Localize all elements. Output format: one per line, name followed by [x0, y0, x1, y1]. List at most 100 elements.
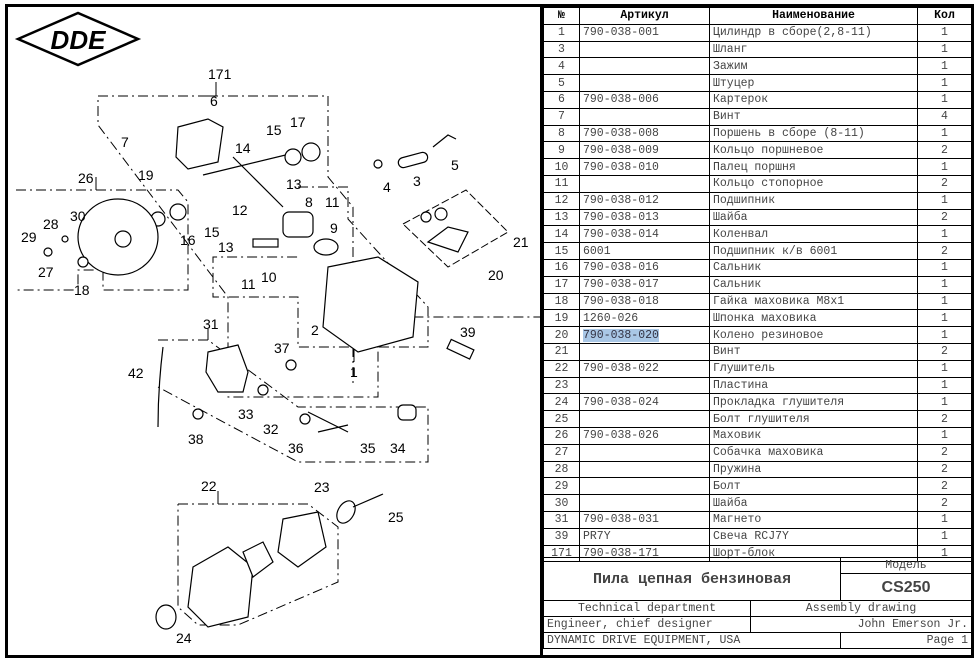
part-article: 790-038-018: [579, 292, 710, 311]
part-qty: 2: [917, 477, 972, 496]
callout-13b: 13: [218, 239, 234, 255]
part-article: 6001: [579, 242, 710, 260]
bearing-15b-icon: [169, 203, 187, 221]
callout-9: 9: [330, 220, 338, 236]
part-qty: 1: [917, 57, 972, 76]
part-article: 790-038-001: [579, 23, 710, 42]
callout-15: 15: [266, 122, 282, 138]
part-article: 790-038-016: [579, 258, 710, 277]
part-qty: 1: [917, 326, 972, 344]
part-qty: 2: [917, 443, 972, 462]
part-name: Шпонка маховика: [709, 309, 918, 328]
part-article: 790-038-014: [579, 225, 710, 244]
part-name: Кольцо стопорное: [709, 174, 918, 193]
callout-24: 24: [176, 630, 192, 646]
part-article: 790-038-009: [579, 141, 710, 160]
logo-diamond-icon: [14, 11, 142, 67]
part-article: [579, 74, 710, 92]
part-number: 26: [543, 426, 580, 445]
part-name: Винт: [709, 107, 918, 126]
callout-35: 35: [360, 440, 376, 456]
part-name: Палец поршня: [709, 158, 918, 176]
callout-171: 171: [208, 66, 232, 82]
part-name: Картерок: [709, 90, 918, 109]
part-name: Цилиндр в сборе(2,8-11): [709, 23, 918, 42]
callout-30: 30: [70, 208, 86, 224]
magneto-part-icon: [205, 344, 249, 393]
part-qty: 1: [917, 23, 972, 42]
part-name: Сальник: [709, 275, 918, 294]
part-number: 19: [543, 309, 580, 328]
part-article: 790-038-008: [579, 124, 710, 143]
part-qty: 2: [917, 460, 972, 479]
seal-17-icon: [301, 142, 321, 162]
nut-18-icon: [77, 256, 89, 268]
part-number: 13: [543, 208, 580, 227]
part-qty: 2: [917, 174, 972, 193]
part-name: Колено резиновое: [709, 326, 918, 344]
part-number: 11: [543, 174, 580, 193]
person: John Emerson Jr.: [749, 616, 973, 633]
part-number: 4: [543, 57, 580, 76]
part-qty: 2: [917, 410, 972, 428]
part-article: 790-038-012: [579, 191, 710, 210]
part-qty: 1: [917, 158, 972, 176]
callout-4: 4: [383, 179, 391, 195]
callout-31: 31: [203, 316, 219, 332]
part-qty: 1: [917, 393, 972, 412]
part-qty: 1: [917, 426, 972, 445]
part-number: 3: [543, 40, 580, 59]
part-number: 28: [543, 460, 580, 479]
part-number: 31: [543, 510, 580, 529]
crankcase-part-icon: [175, 118, 224, 170]
callout-7: 7: [121, 134, 129, 150]
flywheel-frame: [16, 189, 189, 291]
part-name: Кольцо поршневое: [709, 141, 918, 160]
part-number: 25: [543, 410, 580, 428]
part-name: Сальник: [709, 258, 918, 277]
part-qty: 2: [917, 342, 972, 361]
callout-42: 42: [128, 365, 144, 381]
fitting-part-icon: [432, 134, 457, 148]
bolt-25-icon: [352, 493, 384, 508]
selected-text-highlight[interactable]: 790-038-020: [583, 328, 659, 342]
callout-37: 37: [274, 340, 290, 356]
part-number: 1: [543, 23, 580, 42]
part-number: 18: [543, 292, 580, 311]
part-article: 790-038-017: [579, 275, 710, 294]
part-article: [579, 494, 710, 512]
crankshaft-part-icon: [202, 151, 299, 208]
part-article: [579, 40, 710, 59]
part-number: 10: [543, 158, 580, 176]
callout-23: 23: [314, 479, 330, 495]
part-article: [579, 174, 710, 193]
part-qty: 1: [917, 527, 972, 546]
part-name: Болт глушителя: [709, 410, 918, 428]
part-qty: 1: [917, 275, 972, 294]
part-article: 790-038-024: [579, 393, 710, 412]
part-qty: 1: [917, 191, 972, 210]
part-number: 27: [543, 443, 580, 462]
callout-14: 14: [235, 140, 251, 156]
callout-11b: 11: [241, 276, 256, 292]
gasket-24-icon: [155, 604, 177, 630]
doc-type: Assembly drawing: [749, 600, 973, 617]
header-article: Артикул: [579, 7, 710, 25]
part-number: 23: [543, 376, 580, 395]
